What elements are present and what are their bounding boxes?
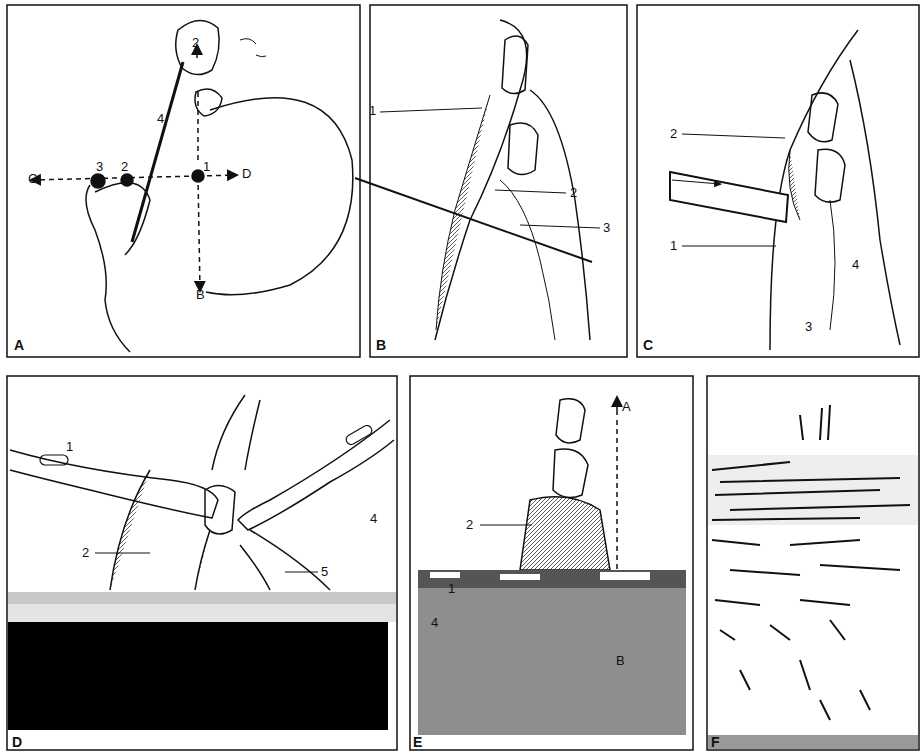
callout-number: 1 <box>203 160 210 174</box>
panel-letter: D <box>12 735 22 749</box>
panel-frame <box>7 376 397 750</box>
panel-frame <box>707 376 919 750</box>
callout-number: 2 <box>82 546 89 560</box>
callout-number: 1 <box>448 582 455 596</box>
callout-number: 4 <box>157 112 164 126</box>
callout-number: 2 <box>192 36 199 50</box>
callout-number: 1 <box>369 104 376 118</box>
panel-b-drawing <box>355 20 600 340</box>
callout-number: 1 <box>670 239 677 253</box>
callout-number: 3 <box>805 320 812 334</box>
panel-letter: E <box>413 735 422 749</box>
callout-number: A <box>622 400 631 414</box>
callout-number: 2 <box>466 518 473 532</box>
callout-number: 1 <box>66 440 73 454</box>
callout-number: 2 <box>670 127 677 141</box>
panel-letter: B <box>376 338 386 352</box>
panel-frame <box>370 5 627 357</box>
callout-number: D <box>242 167 251 181</box>
callout-number: 4 <box>370 512 377 526</box>
panel-frame <box>637 5 919 357</box>
callout-number: 2 <box>121 160 128 174</box>
panel-frame <box>7 5 360 357</box>
callout-number: 3 <box>603 221 610 235</box>
panel-c-drawing <box>670 30 900 350</box>
panel-letter: C <box>643 338 653 352</box>
panel-a-drawing <box>32 20 353 352</box>
callout-number: 4 <box>431 616 438 630</box>
callout-number: 4 <box>852 258 859 272</box>
panel-f-drawing <box>708 405 918 749</box>
panel-letter: A <box>14 338 24 352</box>
callout-number: B <box>616 654 625 668</box>
callout-number: 3 <box>96 160 103 174</box>
callout-number: 2 <box>570 186 577 200</box>
callout-number: B <box>196 288 205 302</box>
panel-frame <box>410 376 693 750</box>
panel-d-drawing <box>8 395 396 730</box>
panel-letter: F <box>711 735 720 749</box>
callout-number: C <box>28 172 37 186</box>
panel-e-drawing <box>418 398 686 735</box>
callout-number: 5 <box>321 565 328 579</box>
